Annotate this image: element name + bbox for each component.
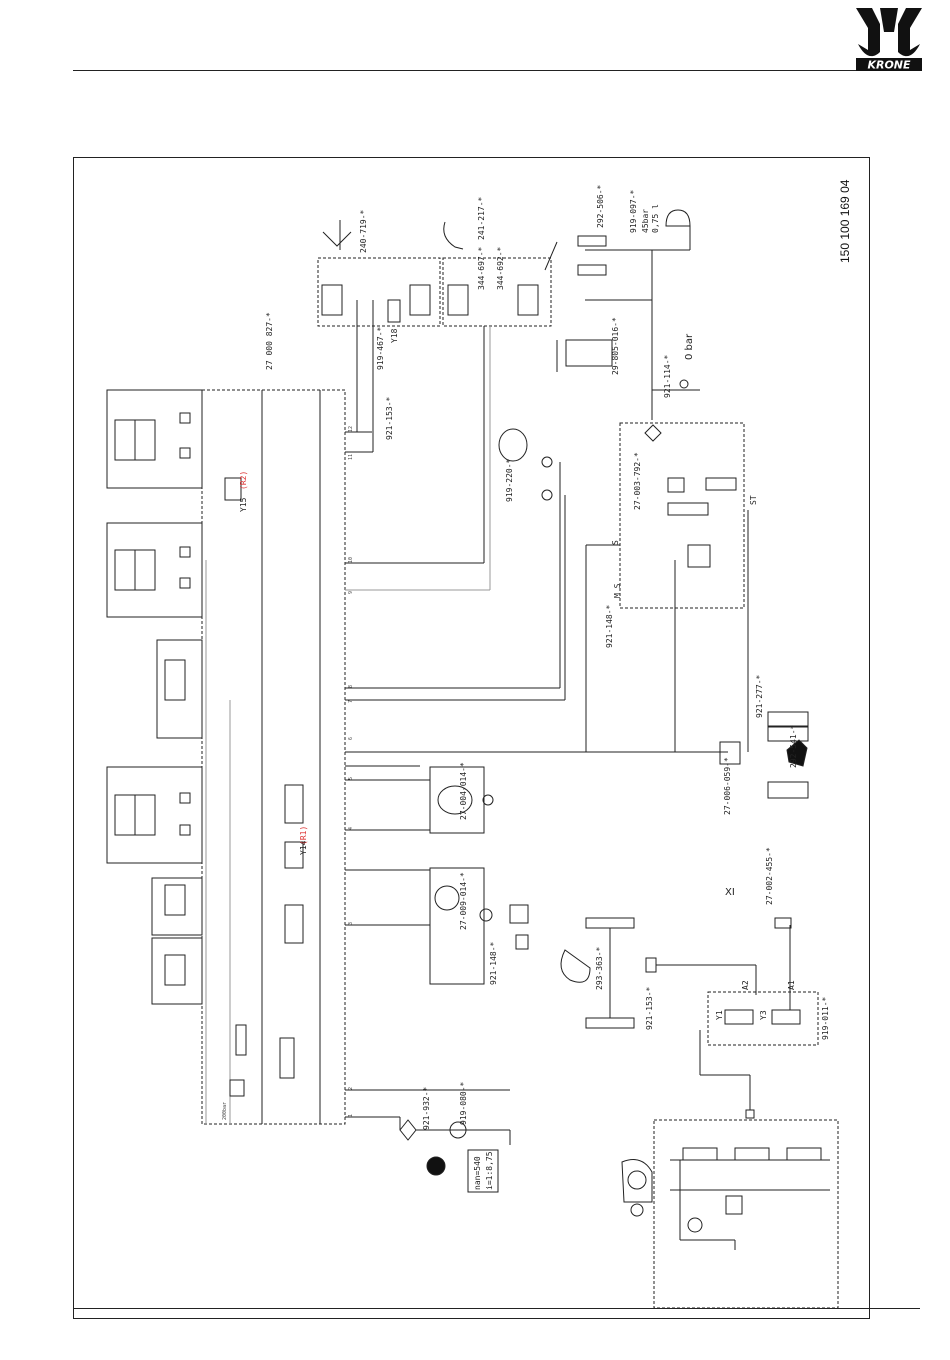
label-c344b: 344-692-* [496, 246, 505, 290]
cylinder-group-2 [442, 257, 552, 327]
schematic-frame [73, 157, 870, 1319]
port-1: 1 [348, 1114, 354, 1117]
motor-919-220 [498, 428, 528, 462]
cylinder-293-363 [585, 917, 635, 929]
label-pump: 919-080-* [459, 1081, 468, 1125]
label-y18: Y18 [390, 328, 399, 343]
label-a1: A1 [787, 980, 796, 990]
label-knife-27: 27-002-455-* [765, 847, 774, 905]
label-accumulator: 919-097-* [629, 189, 638, 233]
label-pump-ratio: i=1:8,75 [485, 1151, 494, 1190]
label-port-s: S [611, 540, 620, 545]
accumulator-symbol [665, 209, 691, 227]
label-regulator: 27-003-792-* [633, 452, 642, 510]
krone-logo: KRONE [856, 8, 922, 72]
port-4: 4 [348, 827, 354, 830]
header-rule [73, 70, 920, 71]
label-hose-921-148: 921-148-* [605, 604, 614, 648]
port-11: 11 [348, 454, 354, 460]
label-zero-bar: 0 bar [684, 333, 695, 360]
port-5: 5 [348, 777, 354, 780]
valve-section-4 [106, 766, 203, 864]
port-12: 12 [348, 426, 354, 432]
valve-section-2 [106, 522, 203, 618]
label-motor-27-009: 27-009-014-* [459, 872, 468, 930]
valve-block-outline [201, 389, 346, 1125]
label-y1: Y1 [715, 1010, 724, 1020]
port-10: 10 [348, 557, 354, 563]
label-200bar: 200bar [222, 1102, 228, 1120]
label-c921-153-top: 921-153-* [385, 396, 394, 440]
port-9: 9 [348, 591, 354, 594]
label-valve-919-011: 919-011-* [821, 996, 830, 1040]
motor-27-004 [429, 766, 485, 834]
cylinder-group-1 [317, 257, 441, 327]
valve-section-5 [151, 877, 203, 936]
label-c344a: 344-697-* [477, 246, 486, 290]
label-acc-pressure: 45bar [641, 209, 650, 233]
valve-section-6 [151, 937, 203, 1005]
valve-section-3 [156, 639, 203, 739]
krone-wordmark: KRONE [867, 59, 911, 72]
label-lift-cyl: 29-805-016-* [611, 317, 620, 375]
label-acc-volume: 0,75 l [651, 204, 660, 233]
port-7: 7 [348, 700, 354, 703]
label-pump-speed: nan=540 [473, 1156, 482, 1190]
tractor-valve-block [653, 1119, 839, 1309]
valve-919-011 [707, 991, 819, 1046]
label-filter: 921-932-* [422, 1086, 431, 1130]
label-tilt-cyl: 241-217-* [477, 196, 486, 240]
label-c293-363: 293-363-* [595, 946, 604, 990]
label-valve-919-467: 919-467-* [376, 326, 385, 370]
label-port-st: ST [749, 495, 758, 505]
motor-27-009 [429, 867, 485, 985]
port-6: 6 [348, 737, 354, 740]
label-y3: Y3 [759, 1010, 768, 1020]
label-y14: Y14 [299, 840, 308, 855]
label-y14-code: (R1) [299, 826, 308, 845]
label-port-ms: M S [613, 583, 622, 598]
valve-27-006 [719, 741, 741, 765]
label-y15: Y15 [239, 497, 248, 512]
label-a2: A2 [741, 980, 750, 990]
label-c921-153-low: 921-153-* [645, 986, 654, 1030]
label-y15-code: (R2) [239, 471, 248, 490]
label-valve-27-006: 27-006-059-* [723, 757, 732, 815]
regulator-block [619, 422, 745, 609]
footer-rule [73, 1308, 920, 1309]
label-c921-277: 921-277-* [755, 674, 764, 718]
label-c292-506: 292-506-* [596, 184, 605, 228]
label-valve-block: 27 000 827-* [265, 312, 274, 370]
port-2: 2 [348, 1087, 354, 1090]
port-8: 8 [348, 685, 354, 688]
label-knife-ref: XI [725, 887, 735, 898]
lift-cylinder [565, 339, 613, 367]
label-angle-cyl: 240-719-* [359, 209, 368, 253]
label-gauge: 921-114-* [663, 354, 672, 398]
port-3: 3 [348, 922, 354, 925]
label-c921-148-low: 921-148-* [489, 941, 498, 985]
valve-section-1 [106, 389, 203, 489]
label-c292-541: 292-541-* [789, 724, 798, 768]
label-motor-919-220: 919-220-* [505, 458, 514, 502]
label-motor-27-004: 27-004-014-* [459, 762, 468, 820]
